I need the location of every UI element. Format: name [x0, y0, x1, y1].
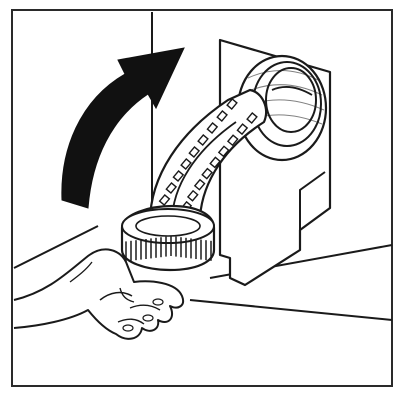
filter-cap — [122, 206, 214, 270]
